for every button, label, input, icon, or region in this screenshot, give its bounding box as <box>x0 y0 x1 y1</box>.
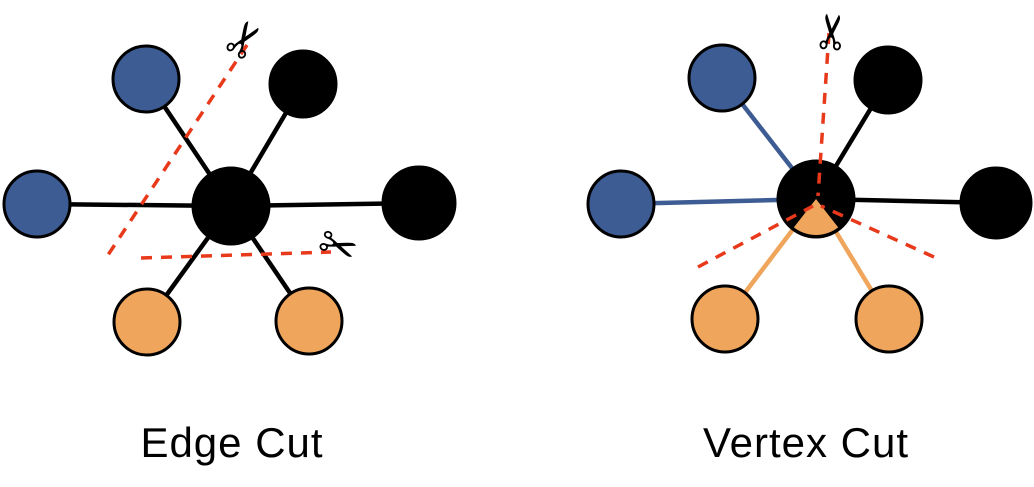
scissors-icon: ✂ <box>211 8 280 72</box>
cut-line <box>102 44 249 262</box>
graph-node <box>268 49 338 119</box>
scissors-icon: ✂ <box>311 214 366 278</box>
cut-line <box>816 32 831 197</box>
graph-node <box>111 44 181 114</box>
center-node <box>191 166 271 246</box>
graph-node <box>853 45 923 115</box>
graph-node <box>959 166 1033 240</box>
graph-node <box>112 287 182 357</box>
vertex-cut-label: Vertex Cut <box>702 419 910 466</box>
graph-node <box>586 169 656 239</box>
graph-node <box>381 165 457 241</box>
graph-node <box>690 284 760 354</box>
cut-line <box>697 204 814 269</box>
edge-cut-label: Edge Cut <box>140 419 324 466</box>
cut-line <box>140 250 332 260</box>
scissors-icon: ✂ <box>803 10 862 55</box>
graph-node <box>687 43 757 113</box>
center-node-wedge <box>793 199 839 235</box>
edge-cut-diagram: ✂✂ <box>2 8 457 357</box>
vertex-cut-diagram: ✂ <box>586 10 1033 354</box>
graph-node <box>854 284 924 354</box>
graph-node <box>2 169 72 239</box>
cut-line <box>820 204 935 259</box>
graph-node <box>274 286 344 356</box>
